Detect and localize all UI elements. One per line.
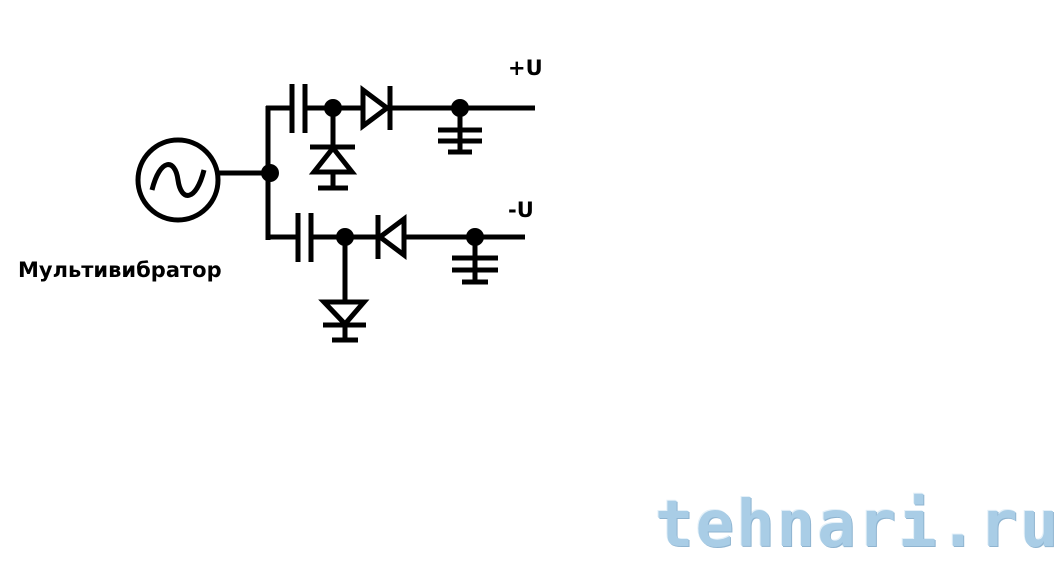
ac-source-symbol bbox=[135, 137, 221, 223]
positive-branch bbox=[289, 84, 535, 191]
input-wires bbox=[218, 105, 298, 240]
clamp-diode bbox=[318, 299, 370, 328]
negative-branch bbox=[295, 213, 525, 343]
generator-label: Мультивибратор bbox=[18, 258, 222, 282]
positive-output-label: +U bbox=[508, 56, 543, 80]
negative-output-label: -U bbox=[508, 198, 534, 222]
diode-forward bbox=[360, 85, 392, 131]
watermark-logo: tehnari.ru bbox=[655, 488, 1056, 562]
